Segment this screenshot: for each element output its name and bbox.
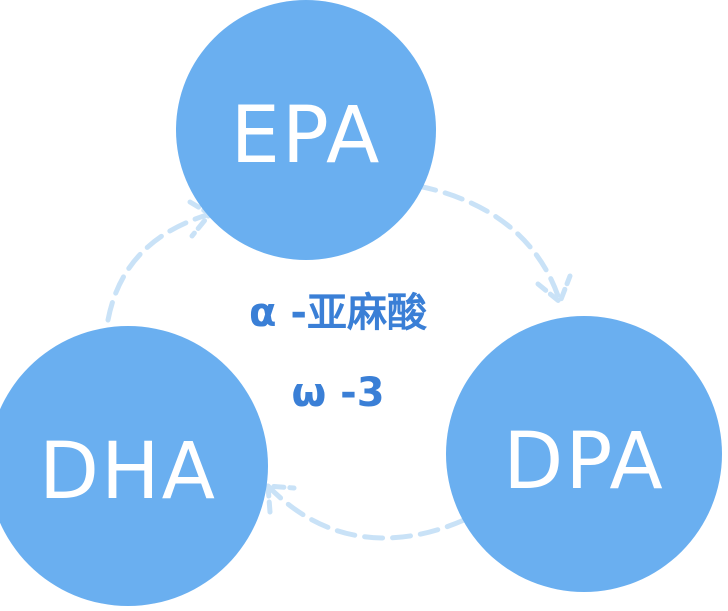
node-dpa-label: DPA	[503, 417, 664, 507]
arrow-dpa-to-dha	[265, 483, 467, 541]
arrow-dha-to-epa	[105, 199, 213, 323]
node-dha: DHA	[0, 326, 268, 606]
center-text-omega3: ω -3	[291, 370, 384, 416]
node-epa: EPA	[176, 0, 436, 260]
node-dha-label: DHA	[39, 427, 217, 517]
node-dpa: DPA	[446, 316, 722, 592]
node-epa-circle	[176, 0, 436, 260]
node-dha-circle	[0, 326, 268, 606]
node-dpa-circle	[446, 316, 722, 592]
node-epa-label: EPA	[231, 91, 382, 181]
center-text-alpha-linolenic-acid: α -亚麻酸	[249, 290, 428, 336]
arrow-epa-to-dpa	[415, 183, 573, 305]
